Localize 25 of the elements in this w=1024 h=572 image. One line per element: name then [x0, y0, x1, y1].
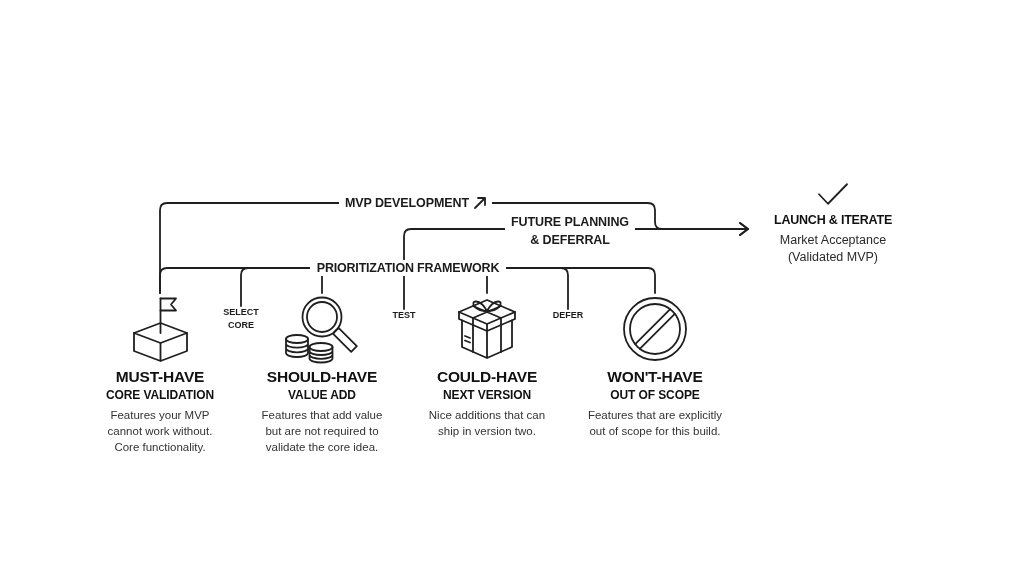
priority-subtitle: CORE VALIDATION: [105, 387, 215, 404]
edge-label: FUTURE PLANNING & DEFERRAL: [511, 214, 629, 249]
connector-line: [486, 275, 488, 294]
priority-subtitle: OUT OF SCOPE: [610, 387, 700, 404]
line-label: PRIORITIZATION FRAMEWORK: [310, 260, 506, 276]
outcome-title: LAUNCH & ITERATE: [773, 212, 893, 228]
step-label: TEST: [390, 309, 418, 322]
connector-line: [505, 267, 656, 294]
connector-line: [240, 267, 311, 307]
priority-title: COULD-HAVE: [436, 368, 538, 386]
priority-title: SHOULD-HAVE: [266, 368, 378, 386]
connector-line: [321, 275, 323, 294]
priority-subtitle: NEXT VERSION: [442, 387, 532, 404]
priority-subtitle: VALUE ADD: [288, 387, 356, 404]
step-label: DEFER: [552, 309, 584, 322]
priority-description: Features your MVP cannot work without. Core functionality.: [106, 408, 214, 455]
outcome-description: Market Acceptance (Validated MVP): [778, 232, 888, 266]
priority-title: MUST-HAVE: [115, 368, 205, 386]
edge-label: MVP DEVELOPMENT: [345, 195, 469, 211]
step-label: SELECT CORE: [222, 306, 260, 332]
priority-title: WON'T-HAVE: [607, 368, 703, 386]
priority-description: Features that add value but are not required to validate the core idea.: [260, 408, 384, 455]
priority-description: Features that are explicitly out of scope for this build.: [586, 408, 724, 439]
priority-description: Nice additions that can ship in version two.: [427, 408, 547, 439]
connector-line: [403, 275, 405, 310]
